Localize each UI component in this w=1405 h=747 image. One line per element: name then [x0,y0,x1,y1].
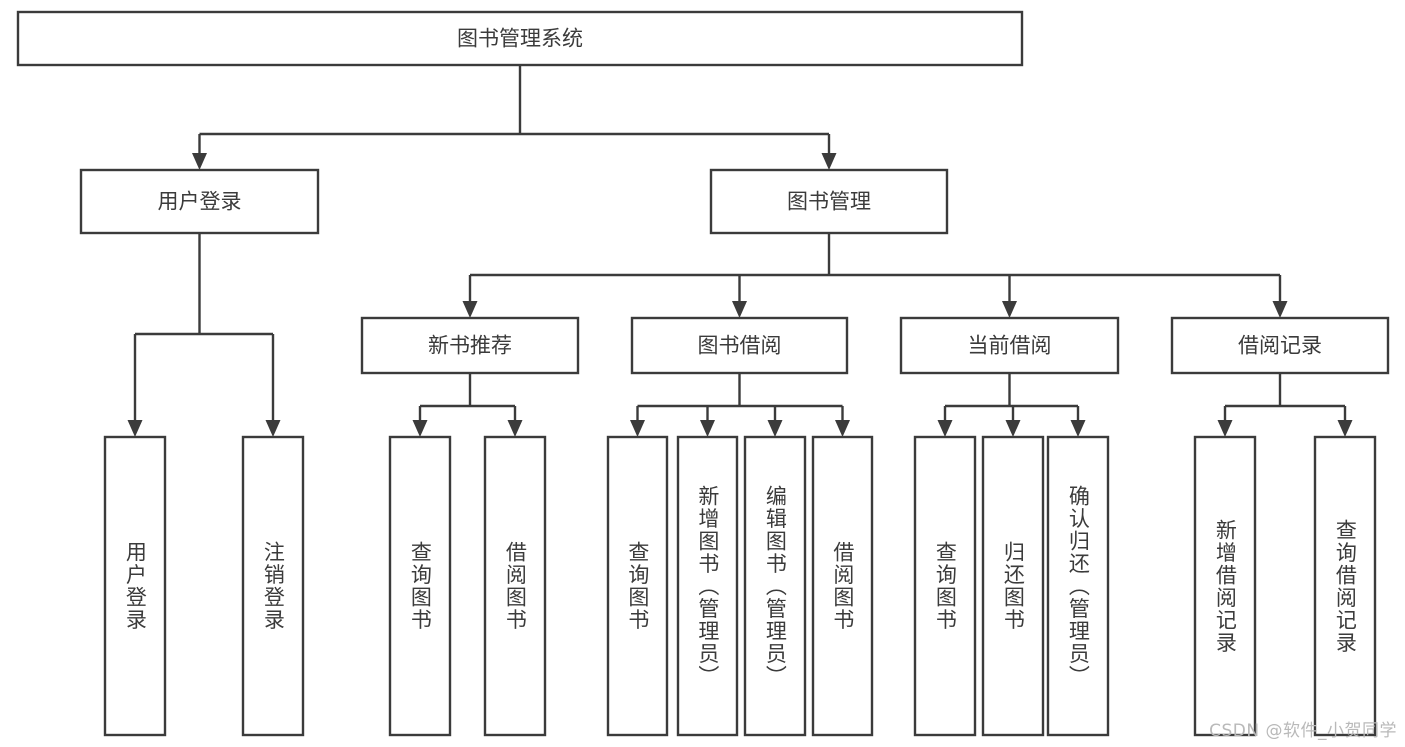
node-level2-1[interactable] [709,168,949,235]
leaf-node-12[interactable] [1313,435,1377,737]
arrow-head-icon [265,420,281,437]
arrow-head-icon [821,153,837,170]
leaf-node-9[interactable] [981,435,1045,737]
arrow-head-icon [1217,420,1233,437]
leaf-node-7[interactable] [811,435,874,737]
arrow-head-icon [767,420,783,437]
node-root-label: 图书管理系统 [457,27,583,51]
leaf-node-5[interactable] [676,435,739,737]
arrow-head-icon [192,153,207,170]
node-level3-3-label: 借阅记录 [1238,334,1322,358]
arrow-head-icon [412,420,428,437]
node-level3-3[interactable] [1170,316,1390,375]
leaf-node-2[interactable] [388,435,452,737]
node-level3-1-label: 图书借阅 [698,334,782,358]
node-root[interactable] [16,10,1024,67]
node-level2-1-label: 图书管理 [787,190,871,214]
connector-layer [127,65,1353,437]
arrow-head-icon [507,420,523,437]
node-level3-0[interactable] [360,316,580,375]
leaf-node-8[interactable] [913,435,977,737]
arrow-head-icon [937,420,953,437]
arrow-head-icon [732,301,747,318]
arrow-head-icon [630,420,645,437]
arrow-head-icon [1002,301,1017,318]
arrow-head-icon [1337,420,1353,437]
arrow-head-icon [1272,301,1288,318]
leaf-node-10[interactable] [1046,435,1110,737]
leaf-node-0[interactable] [103,435,167,737]
arrow-head-icon [1070,420,1086,437]
node-level3-1[interactable] [630,316,849,375]
node-level3-0-label: 新书推荐 [428,334,512,358]
node-level3-2-label: 当前借阅 [968,334,1052,358]
arrow-head-icon [835,420,850,437]
arrow-head-icon [1005,420,1021,437]
watermark: CSDN @软件_小贺同学 [1209,721,1397,741]
leaf-node-3[interactable] [483,435,547,737]
node-level2-0-label: 用户登录 [158,190,242,214]
node-level3-2[interactable] [899,316,1120,375]
leaf-node-4[interactable] [606,435,669,737]
node-level2-0[interactable] [79,168,320,235]
arrow-head-icon [700,420,715,437]
leaf-node-11[interactable] [1193,435,1257,737]
arrow-head-icon [127,420,143,437]
leaf-node-6[interactable] [743,435,807,737]
arrow-head-icon [462,301,478,318]
leaf-node-1[interactable] [241,435,305,737]
